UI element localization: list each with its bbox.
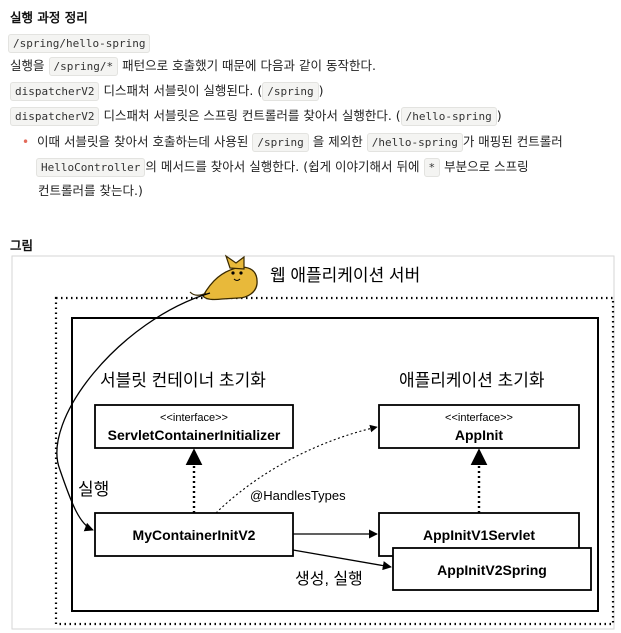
desc-line-1: 실행을 /spring/* 패턴으로 호출했기 때문에 다음과 같이 동작한다. [10,56,376,77]
my-container-init-label: MyContainerInitV2 [133,527,256,543]
inline-code: /spring/* [48,57,119,76]
bullet-line-1: • 이때 서블릿을 찾아서 호출하는데 사용된 /spring 을 제외한 /h… [22,132,563,153]
text: 부분으로 스프링 [444,159,529,174]
path-line: /spring/hello-spring [8,33,151,54]
text: 의 메서드를 찾아서 실행한다. (쉽게 이야기해서 뒤에 [145,159,420,174]
text: 실행을 [10,58,45,73]
interface-stereotype: <<interface>> [160,412,228,424]
section-title: 실행 과정 정리 [10,10,88,25]
text: 이때 서블릿을 찾아서 호출하는데 사용된 [37,134,249,149]
servlet-container-initializer-label: ServletContainerInitializer [108,427,281,443]
inline-code: /spring [252,133,309,152]
desc-line-3: dispatcherV2 디스패처 서블릿은 스프링 컨트롤러를 찾아서 실행한… [10,106,502,127]
server-label: 웹 애플리케이션 서버 [270,266,420,285]
my-container-init-box: MyContainerInitV2 [94,512,294,557]
text: 패턴으로 호출했기 때문에 다음과 같이 동작한다. [122,58,376,73]
inline-code: dispatcherV2 [10,82,100,101]
container-box [71,317,599,612]
bullet-dot-icon: • [22,135,30,149]
app-init-label: AppInit [455,427,504,443]
servlet-container-initializer-box: <<interface>> ServletContainerInitialize… [94,404,294,449]
run-arrow [56,292,211,532]
text: ) [318,83,324,98]
app-init-v1-servlet-label: AppInitV1Servlet [423,527,535,543]
handles-types-label: @HandlesTypes [250,488,346,503]
inline-code: /hello-spring [366,133,463,152]
inline-code: /hello-spring [400,107,497,126]
create-run-label: 생성, 실행 [295,570,363,588]
path-code: /spring/hello-spring [8,34,151,53]
server-boundary [54,296,615,626]
servlet-init-label: 서블릿 컨테이너 초기화 [100,371,266,390]
interface-stereotype: <<interface>> [445,412,513,424]
inline-code: dispatcherV2 [10,107,100,126]
run-label: 실행 [78,480,109,499]
app-init-v2-spring-label: AppInitV2Spring [437,562,547,578]
tomcat-icon [189,254,258,301]
desc-line-2: dispatcherV2 디스패처 서블릿이 실행된다. (/spring) [10,81,324,102]
text: ) [496,108,502,123]
app-init-box: <<interface>> AppInit [378,404,580,449]
inline-code: /spring [262,82,319,101]
figure-title: 그림 [10,238,34,253]
app-init-label: 애플리케이션 초기화 [399,371,545,390]
handles-types-arrow [215,424,378,514]
text: 디스패처 서블릿은 스프링 컨트롤러를 찾아서 실행한다. ( [103,108,401,123]
create-arrow-v2 [292,549,392,571]
bullet-line-3: 컨트롤러를 찾는다.) [38,183,143,198]
text: 디스패처 서블릿이 실행된다. ( [103,83,263,98]
inline-code: * [423,158,441,177]
inline-code: HelloController [36,158,146,177]
text: 가 매핑된 컨트롤러 [462,134,563,149]
text: 을 제외한 [312,134,363,149]
app-init-v2-spring-box: AppInitV2Spring [392,547,592,591]
